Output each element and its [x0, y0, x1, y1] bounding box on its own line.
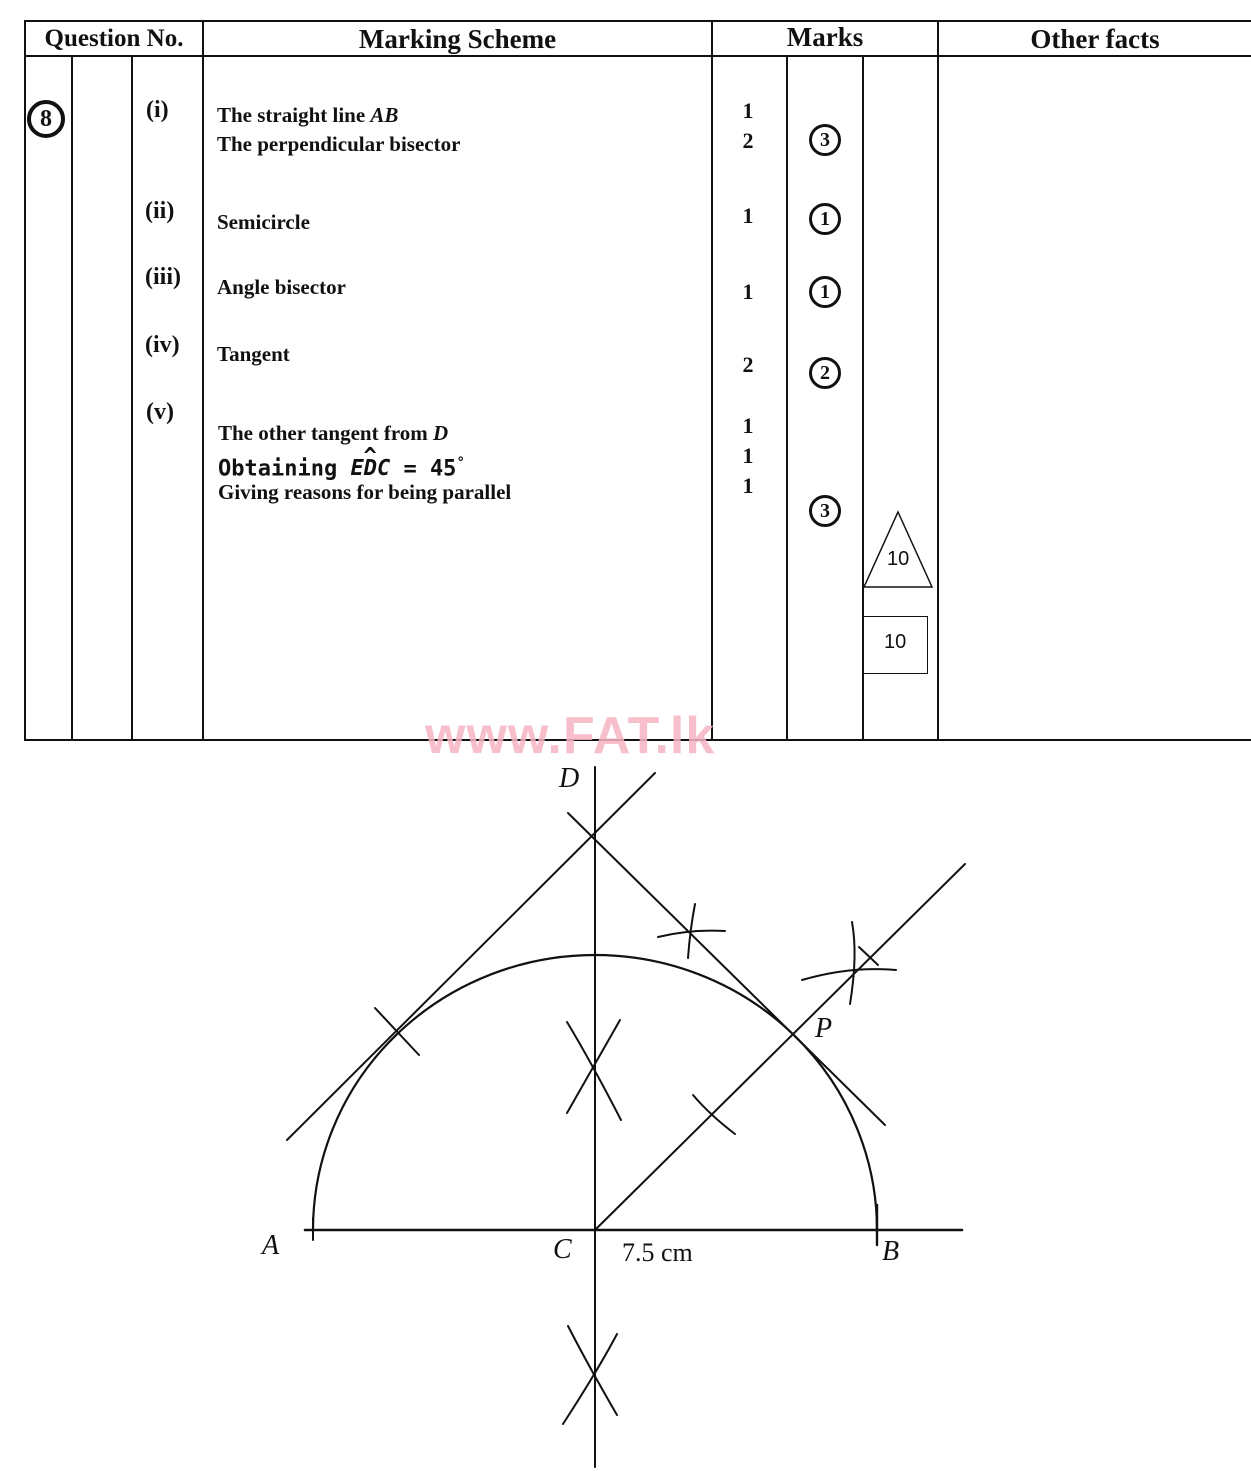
label-b: B — [882, 1236, 900, 1267]
total-triangle-icon — [862, 510, 934, 588]
table-top-border — [24, 20, 1251, 22]
col-divider-marks — [711, 20, 713, 741]
header-marks: Marks — [786, 22, 864, 52]
total-box — [863, 616, 928, 674]
subtotal-ii: 1 — [809, 203, 841, 235]
col-divider-other — [937, 20, 939, 741]
col-divider-q2 — [131, 57, 133, 741]
total-box-value: 10 — [884, 631, 907, 653]
col-divider-q1 — [71, 57, 73, 741]
bisector-arc-top-v — [849, 921, 856, 1005]
subtotal-i: 3 — [809, 124, 841, 156]
tangent-left-d — [286, 772, 656, 1141]
scheme-line-v-1: The other tangent from D — [218, 421, 449, 445]
measurement-label: 7.5 cm — [622, 1238, 693, 1267]
mark-ii: 1 — [742, 203, 754, 228]
tangent-right-dp — [567, 812, 886, 1126]
total-triangle-value: 10 — [887, 548, 910, 570]
col-divider-marks-sub1 — [786, 57, 788, 741]
bisector-arc-mid — [692, 1094, 736, 1135]
angle-bisector-cp — [594, 863, 966, 1231]
bisector-arc-lower-2 — [562, 1333, 618, 1425]
mark-iv: 2 — [742, 352, 754, 377]
mark-i-1: 1 — [742, 98, 754, 123]
subtotal-iv: 2 — [809, 357, 841, 389]
angle-edc: EDC^ — [350, 444, 391, 482]
subtotal-v: 3 — [809, 495, 841, 527]
col-divider-scheme — [202, 20, 204, 741]
label-a: A — [262, 1230, 280, 1261]
tangent-arc-right-h — [657, 929, 726, 938]
question-number-badge: 8 — [27, 100, 65, 138]
angle-hat-icon: ^ — [363, 444, 377, 470]
bisector-arc-upper-2 — [566, 1019, 621, 1114]
scheme-line-v-2: Obtaining EDC^ = 45° — [218, 444, 465, 482]
header-question-no: Question No. — [44, 25, 184, 52]
header-other-facts: Other facts — [1030, 24, 1160, 54]
label-p: P — [815, 1013, 833, 1044]
bisector-arc-lower-1 — [567, 1325, 618, 1416]
header-marking-scheme: Marking Scheme — [358, 24, 557, 54]
mark-iii: 1 — [742, 279, 754, 304]
scheme-line-i-1: The straight line AB — [217, 103, 399, 127]
part-label-iii: (iii) — [145, 264, 181, 290]
scheme-line-v-3: Giving reasons for being parallel — [218, 480, 512, 504]
scheme-line-ii: Semicircle — [217, 210, 310, 234]
table-left-border — [24, 20, 26, 741]
mark-v-2: 1 — [742, 443, 754, 468]
subtotal-iii: 1 — [809, 276, 841, 308]
table-bottom-border — [24, 739, 1251, 741]
scheme-line-iii: Angle bisector — [217, 275, 346, 299]
bisector-arc-top-x — [858, 946, 879, 966]
label-d: D — [559, 763, 580, 794]
mark-v-1: 1 — [742, 413, 754, 438]
tangent-arc-left — [374, 1007, 420, 1056]
table-header-bottom-border — [24, 55, 1251, 57]
scheme-line-iv: Tangent — [217, 342, 290, 366]
col-divider-marks-sub2 — [862, 57, 864, 741]
scheme-line-i-2: The perpendicular bisector — [217, 132, 461, 156]
part-label-iv: (iv) — [145, 332, 180, 358]
part-label-ii: (ii) — [145, 198, 175, 224]
part-label-i: (i) — [146, 97, 169, 123]
label-c: C — [553, 1234, 572, 1265]
bisector-arc-upper-1 — [566, 1021, 622, 1121]
part-label-v: (v) — [146, 399, 174, 425]
bisector-arc-top-h — [801, 968, 897, 981]
semicircle — [311, 953, 879, 1232]
mark-i-2: 2 — [742, 128, 754, 153]
mark-v-3: 1 — [742, 473, 754, 498]
